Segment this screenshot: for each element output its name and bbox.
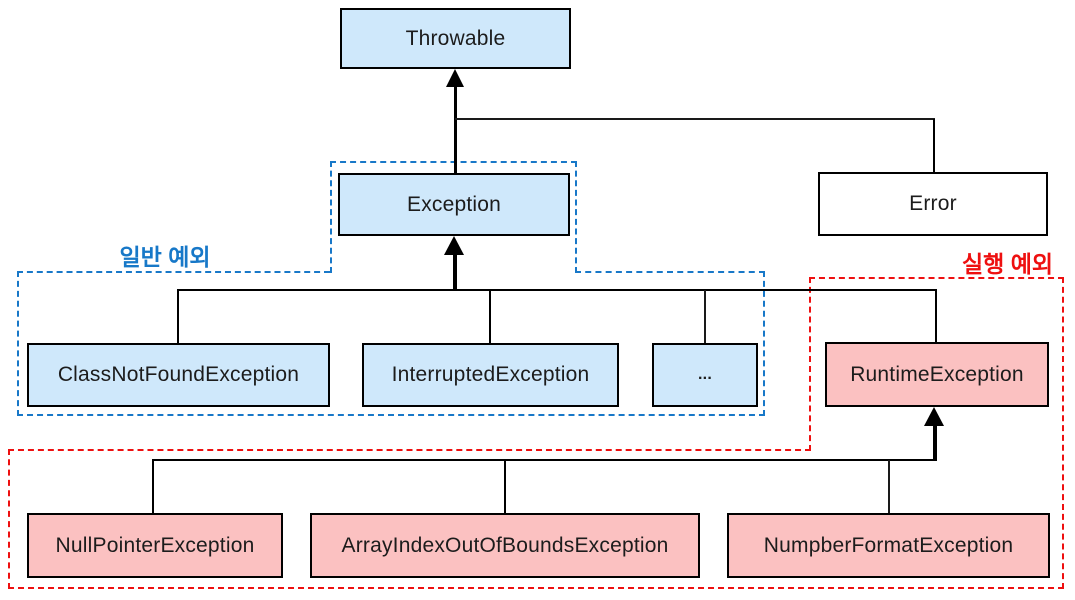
general-group-border-left-shoulder [17,271,330,273]
node-classnotfoundexception: ClassNotFoundException [27,343,330,407]
arrowhead-to-runtime [924,407,944,426]
node-runtimeexception-label: RuntimeException [850,362,1024,386]
general-group-border-top [330,161,577,163]
node-nullpointerexception: NullPointerException [27,513,283,578]
runtime-group-border-left-inner [809,277,811,451]
connector-exception-children-horizontal [177,289,937,291]
node-arrayindexoutofboundsexception: ArrayIndexOutOfBoundsException [310,513,700,578]
connector-interrupted-drop [489,290,491,343]
connector-throwable-stem [454,83,457,173]
connector-classnotfound-drop [177,290,179,343]
node-exception-label: Exception [406,192,502,216]
arrowhead-to-throwable [446,69,464,87]
node-runtimeexception: RuntimeException [825,342,1049,407]
runtime-group-border-top [809,277,1064,279]
arrowhead-to-exception [444,236,464,255]
node-interruptedexception-label: InterruptedException [391,363,590,386]
connector-error-drop [933,119,935,172]
node-error: Error [818,172,1048,236]
connector-nullpointer-drop [152,460,154,513]
node-interruptedexception: InterruptedException [362,343,619,407]
node-numberformatexception-label: NumpberFormatException [763,533,1014,557]
general-group-border-bottom [17,414,765,416]
node-throwable-label: Throwable [405,26,506,50]
general-group-border-left-outer [17,271,19,416]
connector-runtime-drop [935,290,937,342]
general-group-border-right-inner [575,161,577,273]
runtime-group-label: 실행 예외 [961,251,1054,277]
general-group-border-left-inner [330,161,332,273]
runtime-group-border-left-outer [8,449,10,589]
node-numberformatexception: NumpberFormatException [727,513,1050,578]
node-ellipsis-label: ... [698,366,712,383]
node-exception: Exception [338,173,570,236]
node-arrayindexoutofboundsexception-label: ArrayIndexOutOfBoundsException [341,533,669,557]
connector-exception-stem [453,249,457,291]
runtime-group-border-bottom [8,587,1064,589]
connector-runtime-stem [933,421,937,461]
node-throwable: Throwable [340,8,571,69]
node-classnotfoundexception-label: ClassNotFoundException [57,363,300,386]
general-group-border-right-outer [763,271,765,416]
connector-runtime-children-horizontal [152,459,936,461]
connector-split-horizontal [455,118,935,120]
connector-numberformat-drop [888,460,890,513]
connector-ellipsis-drop [704,290,706,343]
runtime-group-border-right [1062,277,1064,589]
node-ellipsis: ... [652,343,758,407]
general-group-label: 일반 예외 [119,244,211,270]
runtime-group-border-shoulder [8,449,811,451]
general-group-border-right-shoulder [575,271,765,273]
node-error-label: Error [909,192,957,215]
node-nullpointerexception-label: NullPointerException [55,533,255,557]
connector-arrayindex-drop [504,460,506,513]
